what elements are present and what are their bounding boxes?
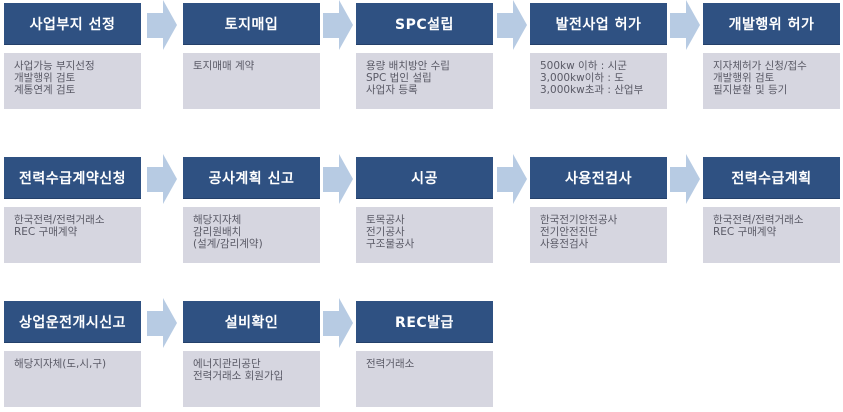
step-details: 용량 배치방안 수립 SPC 법인 설립 사업자 등록: [356, 53, 493, 109]
arrow-right-icon: [497, 154, 527, 204]
step-details: 지자체허가 신청/접수 개발행위 검토 필지분할 및 등기: [703, 53, 840, 109]
arrow-right-icon: [147, 154, 177, 204]
arrow-right-icon: [323, 0, 353, 50]
step-details: 에너지관리공단 전력거래소 회원가입: [183, 351, 320, 407]
step-power-contract-application: 전력수급계약신청 한국전력/전력거래소 REC 구매계약: [4, 157, 141, 263]
detail-line: SPC 법인 설립: [366, 72, 432, 84]
detail-line: 사업가능 부지선정: [14, 60, 95, 72]
detail-line: 용량 배치방안 수립: [366, 60, 450, 72]
detail-line: 구조물공사: [366, 238, 415, 250]
arrow-right-icon: [147, 0, 177, 50]
step-title: 전력수급계약신청: [4, 157, 141, 199]
step-title: 상업운전개시신고: [4, 301, 141, 343]
step-title: 발전사업 허가: [530, 3, 667, 45]
detail-line: 계통연계 검토: [14, 84, 76, 96]
arrow-right-icon: [497, 0, 527, 50]
arrow-right-icon: [323, 154, 353, 204]
step-land-purchase: 토지매입 토지매매 계약: [183, 3, 320, 109]
step-details: 한국전기안전공사 전기안전진단 사용전검사: [530, 207, 667, 263]
step-construction: 시공 토목공사 전기공사 구조물공사: [356, 157, 493, 263]
step-title: SPC설립: [356, 3, 493, 45]
detail-line: 한국전력/전력거래소: [713, 214, 804, 226]
step-title: 시공: [356, 157, 493, 199]
step-details: 해당지자체(도,시,구): [4, 351, 141, 407]
detail-line: 지자체허가 신청/접수: [713, 60, 807, 72]
step-title: REC발급: [356, 301, 493, 343]
detail-line: 한국전기안전공사: [540, 214, 618, 226]
detail-line: 전력거래소: [366, 358, 415, 370]
detail-line: 해당지자체(도,시,구): [14, 358, 107, 370]
detail-line: 개발행위 검토: [713, 72, 775, 84]
step-details: 한국전력/전력거래소 REC 구매계약: [4, 207, 141, 263]
detail-line: 3,000kw이하 : 도: [540, 72, 624, 84]
step-details: 사업가능 부지선정 개발행위 검토 계통연계 검토: [4, 53, 141, 109]
step-details: 한국전력/전력거래소 REC 구매계약: [703, 207, 840, 263]
arrow-right-icon: [670, 0, 700, 50]
detail-line: 사용전검사: [540, 238, 589, 250]
step-rec-issuance: REC발급 전력거래소: [356, 301, 493, 407]
step-details: 500kw 이하 : 시군 3,000kw이하 : 도 3,000kw초과 : …: [530, 53, 667, 109]
step-commercial-operation-report: 상업운전개시신고 해당지자체(도,시,구): [4, 301, 141, 407]
step-power-supply-plan: 전력수급계획 한국전력/전력거래소 REC 구매계약: [703, 157, 840, 263]
detail-line: 해당지자체: [193, 214, 242, 226]
step-details: 해당지자체 감리원배치 (설계/감리계약): [183, 207, 320, 263]
step-site-selection: 사업부지 선정 사업가능 부지선정 개발행위 검토 계통연계 검토: [4, 3, 141, 109]
step-title: 사업부지 선정: [4, 3, 141, 45]
step-pre-use-inspection: 사용전검사 한국전기안전공사 전기안전진단 사용전검사: [530, 157, 667, 263]
detail-line: 에너지관리공단: [193, 358, 261, 370]
detail-line: 사업자 등록: [366, 84, 418, 96]
step-details: 토목공사 전기공사 구조물공사: [356, 207, 493, 263]
detail-line: 토목공사: [366, 214, 405, 226]
step-development-permit: 개발행위 허가 지자체허가 신청/접수 개발행위 검토 필지분할 및 등기: [703, 3, 840, 109]
detail-line: 전력거래소 회원가입: [193, 370, 284, 382]
detail-line: 전기안전진단: [540, 226, 598, 238]
arrow-right-icon: [323, 298, 353, 348]
detail-line: 토지매매 계약: [193, 60, 255, 72]
step-details: 토지매매 계약: [183, 53, 320, 109]
step-facility-confirmation: 설비확인 에너지관리공단 전력거래소 회원가입: [183, 301, 320, 407]
detail-line: (설계/감리계약): [193, 238, 263, 250]
detail-line: 3,000kw초과 : 산업부: [540, 84, 644, 96]
detail-line: 감리원배치: [193, 226, 242, 238]
step-title: 개발행위 허가: [703, 3, 840, 45]
step-title: 공사계획 신고: [183, 157, 320, 199]
step-title: 사용전검사: [530, 157, 667, 199]
detail-line: 필지분할 및 등기: [713, 84, 788, 96]
step-title: 토지매입: [183, 3, 320, 45]
arrow-right-icon: [670, 154, 700, 204]
step-construction-plan-report: 공사계획 신고 해당지자체 감리원배치 (설계/감리계약): [183, 157, 320, 263]
step-title: 전력수급계획: [703, 157, 840, 199]
step-details: 전력거래소: [356, 351, 493, 407]
detail-line: 500kw 이하 : 시군: [540, 60, 627, 72]
step-generation-permit: 발전사업 허가 500kw 이하 : 시군 3,000kw이하 : 도 3,00…: [530, 3, 667, 109]
step-spc-establishment: SPC설립 용량 배치방안 수립 SPC 법인 설립 사업자 등록: [356, 3, 493, 109]
step-title: 설비확인: [183, 301, 320, 343]
detail-line: 한국전력/전력거래소: [14, 214, 105, 226]
detail-line: REC 구매계약: [14, 226, 78, 238]
detail-line: REC 구매계약: [713, 226, 777, 238]
detail-line: 전기공사: [366, 226, 405, 238]
detail-line: 개발행위 검토: [14, 72, 76, 84]
arrow-right-icon: [147, 298, 177, 348]
